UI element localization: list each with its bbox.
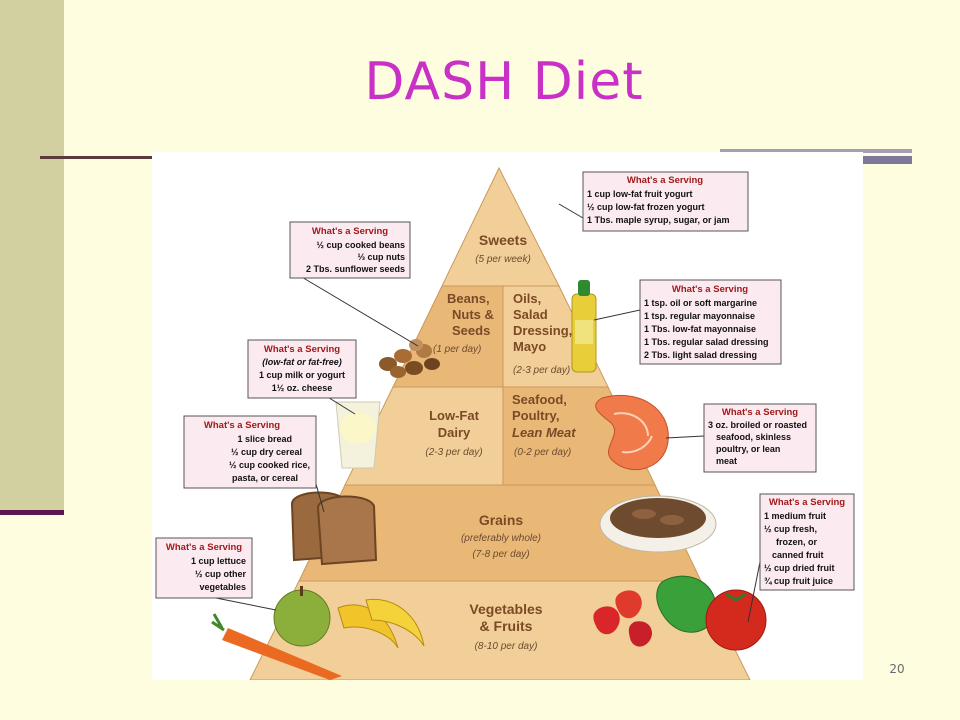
svg-text:What's a Serving: What's a Serving	[722, 407, 798, 418]
svg-text:1 Tbs. low-fat mayonnaise: 1 Tbs. low-fat mayonnaise	[644, 324, 756, 334]
serving-box-sweets: What's a Serving 1 cup low-fat fruit yog…	[582, 171, 749, 232]
svg-text:What's a Serving: What's a Serving	[769, 497, 845, 508]
svg-text:frozen, or: frozen, or	[776, 537, 817, 547]
oil-bottle-icon	[571, 280, 597, 373]
cereal-bowl-icon	[599, 495, 717, 553]
svg-text:What's a Serving: What's a Serving	[672, 284, 748, 295]
slide-number: 20	[889, 662, 905, 676]
tier-note-grains: (7-8 per day)	[472, 549, 529, 560]
tier-label-sweets: Sweets	[479, 232, 527, 248]
svg-text:¾ cup fruit juice: ¾ cup fruit juice	[764, 576, 833, 586]
bread-slices-icon	[290, 491, 378, 566]
svg-text:1 cup lettuce: 1 cup lettuce	[191, 556, 246, 566]
strawberries-icon	[593, 590, 653, 647]
serving-box-meat: What's a Serving 3 oz. broiled or roaste…	[703, 403, 817, 473]
svg-text:½ cup cooked beans: ½ cup cooked beans	[316, 240, 405, 250]
title-rule-left	[40, 156, 152, 159]
tier-label-dairy-2: Dairy	[438, 425, 471, 440]
left-decor-bar	[0, 510, 64, 515]
title-rule-right-accent	[862, 156, 912, 164]
slide-title: DASH Diet	[364, 52, 644, 112]
svg-text:½ cup low-fat frozen yogurt: ½ cup low-fat frozen yogurt	[587, 202, 705, 212]
svg-text:1½ oz. cheese: 1½ oz. cheese	[272, 383, 333, 393]
svg-text:1 Tbs. maple syrup, sugar, or: 1 Tbs. maple syrup, sugar, or jam	[587, 215, 730, 225]
svg-text:pasta, or cereal: pasta, or cereal	[232, 473, 298, 483]
tier-label-oils-1: Oils,	[513, 291, 541, 306]
leader-lines	[215, 203, 761, 623]
tier-label-dairy-1: Low-Fat	[429, 408, 479, 423]
tier-bg-sweets	[441, 166, 560, 287]
tier-label-meat-2: Poultry,	[512, 408, 559, 423]
svg-text:1 Tbs. regular salad dressing: 1 Tbs. regular salad dressing	[644, 337, 769, 347]
svg-text:1 cup low-fat fruit yogurt: 1 cup low-fat fruit yogurt	[587, 189, 693, 199]
tier-label-veg-1: Vegetables	[469, 601, 542, 617]
tier-label-oils-2: Salad	[513, 307, 548, 322]
svg-text:1 cup milk or yogurt: 1 cup milk or yogurt	[259, 370, 345, 380]
banana-icon	[337, 598, 425, 649]
tier-label-meat-1: Seafood,	[512, 392, 567, 407]
svg-text:meat: meat	[716, 456, 737, 466]
serving-box-beans: What's a Serving ½ cup cooked beans ⅓ cu…	[289, 221, 411, 279]
serving-box-vegetables: What's a Serving 1 cup lettuce ½ cup oth…	[155, 537, 253, 599]
tier-note-meat: (0-2 per day)	[514, 447, 571, 458]
svg-text:1 tsp. regular mayonnaise: 1 tsp. regular mayonnaise	[644, 311, 755, 321]
title-rule-right	[720, 149, 912, 153]
milk-glass-icon	[335, 401, 381, 469]
tomato-icon	[705, 589, 767, 651]
svg-text:1 slice bread: 1 slice bread	[237, 434, 292, 444]
svg-text:2 Tbs. sunflower seeds: 2 Tbs. sunflower seeds	[306, 264, 405, 274]
tier-label-oils-4: Mayo	[513, 339, 546, 354]
carrot-icon	[211, 613, 342, 680]
dash-pyramid-figure: Sweets (5 per week) Beans, Nuts & Seeds …	[152, 152, 863, 680]
tier-label-beans-3: Seeds	[452, 323, 490, 338]
tier-label-meat-3: Lean Meat	[512, 425, 576, 440]
svg-text:What's a Serving: What's a Serving	[264, 344, 340, 355]
svg-text:poultry, or lean: poultry, or lean	[716, 444, 780, 454]
svg-text:⅓ cup nuts: ⅓ cup nuts	[357, 252, 405, 262]
tier-note-dairy: (2-3 per day)	[425, 447, 482, 458]
serving-box-fruits: What's a Serving 1 medium fruit ½ cup fr…	[759, 493, 855, 591]
salmon-steak-icon	[595, 394, 669, 471]
serving-box-dairy: What's a Serving (low-fat or fat-free) 1…	[247, 339, 357, 399]
svg-text:3 oz. broiled or roasted: 3 oz. broiled or roasted	[708, 420, 807, 430]
svg-text:What's a Serving: What's a Serving	[166, 542, 242, 553]
serving-box-oils: What's a Serving 1 tsp. oil or soft marg…	[639, 279, 782, 365]
svg-text:What's a Serving: What's a Serving	[312, 226, 388, 237]
svg-text:½ cup fresh,: ½ cup fresh,	[764, 524, 817, 534]
svg-text:½ cup cooked rice,: ½ cup cooked rice,	[229, 460, 310, 470]
tier-label-veg-2: & Fruits	[480, 618, 533, 634]
apple-icon	[273, 586, 331, 647]
serving-box-grains: What's a Serving 1 slice bread ½ cup dry…	[183, 415, 317, 489]
tier-label-grains: Grains	[479, 512, 524, 528]
svg-text:What's a Serving: What's a Serving	[627, 175, 703, 186]
tier-note-oils: (2-3 per day)	[513, 365, 570, 376]
tier-note-beans: (1 per day)	[433, 344, 481, 355]
svg-text:seafood, skinless: seafood, skinless	[716, 432, 791, 442]
tier-note-veg: (8-10 per day)	[475, 641, 538, 652]
left-decor-band	[0, 0, 64, 512]
tier-label-oils-3: Dressing,	[513, 323, 572, 338]
svg-text:(low-fat or fat-free): (low-fat or fat-free)	[262, 357, 342, 367]
tier-note-sweets: (5 per week)	[475, 254, 531, 265]
tier-label-beans-2: Nuts &	[452, 307, 494, 322]
svg-text:canned fruit: canned fruit	[772, 550, 824, 560]
svg-text:1 tsp. oil or soft margarine: 1 tsp. oil or soft margarine	[644, 298, 757, 308]
tier-qualifier-grains: (preferably whole)	[461, 533, 541, 544]
svg-text:vegetables: vegetables	[199, 582, 246, 592]
svg-text:½ cup dry cereal: ½ cup dry cereal	[231, 447, 302, 457]
svg-text:½ cup dried fruit: ½ cup dried fruit	[764, 563, 835, 573]
svg-text:2 Tbs. light salad dressing: 2 Tbs. light salad dressing	[644, 350, 757, 360]
svg-text:½ cup other: ½ cup other	[195, 569, 247, 579]
svg-text:What's a Serving: What's a Serving	[204, 420, 280, 431]
svg-text:1 medium fruit: 1 medium fruit	[764, 511, 826, 521]
tier-label-beans-1: Beans,	[447, 291, 490, 306]
